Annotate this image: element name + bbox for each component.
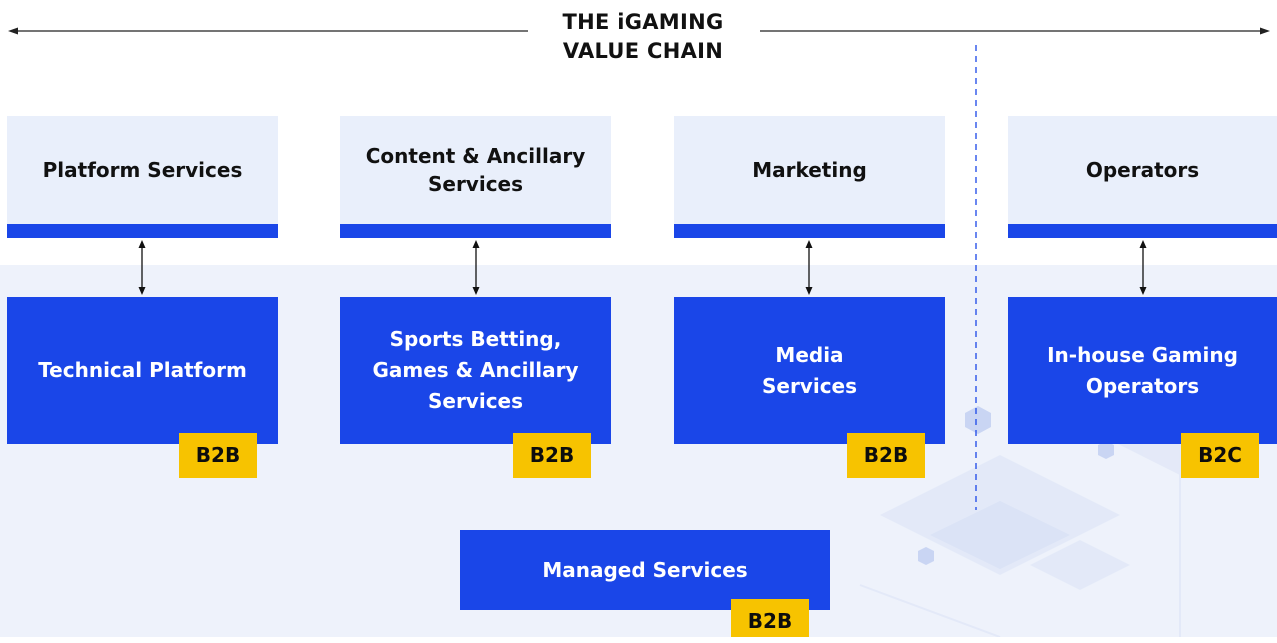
managed-services-badge: B2B bbox=[731, 599, 809, 637]
technical-platform-label: Technical Platform bbox=[38, 358, 247, 382]
title-line-2: VALUE CHAIN bbox=[562, 39, 724, 63]
marketing-box: Marketing bbox=[674, 116, 945, 238]
sports-betting-label: Sports Betting, Games & Ancillary Servic… bbox=[372, 327, 579, 413]
media-services-label: Media Services bbox=[761, 342, 858, 398]
marketing-label: Marketing bbox=[752, 158, 867, 182]
in-house-operators-badge: B2C bbox=[1181, 433, 1259, 478]
header-arrow-line bbox=[8, 27, 1270, 35]
link-arrow-content bbox=[472, 240, 480, 295]
platform-services-box: Platform Services bbox=[7, 116, 278, 238]
sports-betting-badge: B2B bbox=[513, 433, 591, 478]
sports-betting-box: Sports Betting, Games & Ancillary Servic… bbox=[340, 297, 611, 444]
media-services-box: Media Services bbox=[674, 297, 945, 444]
media-services-badge: B2B bbox=[847, 433, 925, 478]
operators-label: Operators bbox=[1085, 158, 1200, 182]
link-arrow-platform bbox=[138, 240, 146, 295]
in-house-operators-label: In-house Gaming Operators bbox=[1047, 342, 1238, 398]
technical-platform-box: Technical Platform bbox=[7, 297, 278, 444]
in-house-operators-box: In-house Gaming Operators bbox=[1008, 297, 1277, 444]
platform-services-label: Platform Services bbox=[42, 158, 243, 182]
background-decoration bbox=[859, 365, 1260, 637]
managed-services-label: Managed Services bbox=[542, 558, 748, 582]
link-arrow-marketing bbox=[805, 240, 813, 295]
title-line-1: THE iGAMING bbox=[562, 10, 724, 34]
b2b-b2c-divider bbox=[975, 45, 977, 510]
link-arrow-operators bbox=[1139, 240, 1147, 295]
operators-box: Operators bbox=[1008, 116, 1277, 238]
page-title: THE iGAMING VALUE CHAIN bbox=[528, 8, 758, 66]
content-ancillary-services-label: Content & Ancillary Services bbox=[365, 144, 586, 196]
technical-platform-badge: B2B bbox=[179, 433, 257, 478]
managed-services-box: Managed Services bbox=[460, 530, 830, 610]
content-ancillary-services-box: Content & Ancillary Services bbox=[340, 116, 611, 238]
